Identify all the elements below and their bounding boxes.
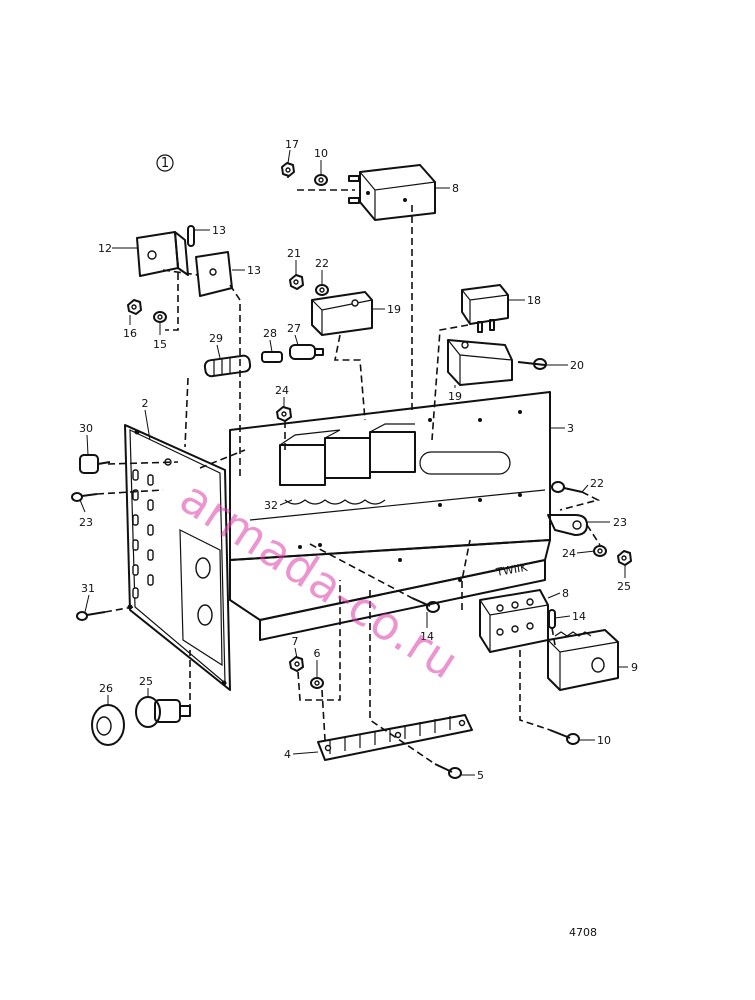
callout-10: 10 [597, 734, 611, 747]
callout-35: 31 [81, 582, 95, 595]
callout-21: 21 [287, 247, 301, 260]
screw-27 [71, 492, 98, 502]
clip-14 [187, 225, 195, 247]
washer-6 [310, 677, 324, 689]
assembly-lines [96, 176, 601, 765]
board-marking: TWIIK [494, 561, 529, 580]
callout-5: 5 [477, 769, 484, 782]
mounted-relays [279, 423, 416, 505]
callout-27: 23 [79, 516, 93, 529]
callout-33: 29 [209, 332, 223, 345]
callout-26: 25 [617, 580, 631, 593]
callout-14: 13 [212, 224, 226, 237]
callout-8: 8 [452, 182, 459, 195]
cable-clamp-23 [547, 514, 588, 536]
callout-19b: 19 [448, 390, 462, 403]
relay-8 [348, 164, 436, 221]
callout-20: 20 [570, 359, 584, 372]
callout-16: 15 [153, 338, 167, 351]
callout-23: 23 [613, 516, 627, 529]
washer-16 [153, 311, 167, 323]
drawing-number: 4708 [569, 926, 597, 939]
screw-24 [551, 481, 583, 493]
fuse-holder-13 [136, 231, 189, 277]
callout-12: 17 [285, 138, 299, 151]
chassis-box [229, 391, 551, 641]
callouts: 17 10 8 12 13 13 21 22 19 18 20 19 16 15… [79, 138, 638, 782]
callout-34: 30 [79, 422, 93, 435]
callout-11: 10 [314, 147, 328, 160]
washer-11 [314, 174, 328, 186]
callout-9: 9 [631, 661, 638, 674]
knob-30 [91, 704, 125, 746]
screw-35 [76, 611, 106, 621]
bracket-19b [447, 339, 513, 386]
callout-7: 7 [292, 635, 299, 648]
screw-5 [434, 763, 462, 779]
fuse-32 [261, 351, 283, 363]
callout-32: 28 [263, 327, 277, 340]
callout-28: 24 [275, 384, 289, 397]
nut-28 [276, 406, 292, 422]
screw-34 [79, 454, 111, 474]
nut-12 [281, 162, 295, 177]
callout-13b: 13 [247, 264, 261, 277]
switch-29 [135, 696, 191, 728]
front-panel [124, 424, 231, 691]
screw-20 [517, 358, 547, 370]
figure-id: 1 [161, 156, 169, 171]
figure-id-circle [156, 154, 174, 172]
cover-9 [547, 629, 619, 691]
callout-15: 14 [420, 630, 434, 643]
callout-2: 2 [142, 397, 149, 410]
terminal-strip-4 [317, 714, 473, 761]
clip-14b [548, 609, 556, 629]
nut-26 [617, 550, 632, 566]
callout-31: 27 [287, 322, 301, 335]
callout-18: 18 [527, 294, 541, 307]
callout-36: 32 [264, 499, 278, 512]
fuse-holder-13b [195, 251, 233, 297]
nut-17 [127, 299, 142, 315]
nut-7 [289, 656, 304, 672]
leader-lines [79, 149, 628, 776]
callout-6: 6 [314, 647, 321, 660]
callout-17: 16 [123, 327, 137, 340]
screw-10 [549, 729, 580, 745]
callout-22: 22 [315, 257, 329, 270]
washer-22 [315, 284, 329, 296]
callout-24: 22 [590, 477, 604, 490]
bracket-19 [311, 291, 373, 336]
callout-25: 24 [562, 547, 576, 560]
callout-30: 26 [99, 682, 113, 695]
fuse-holder-33 [203, 354, 252, 378]
relay-18 [461, 284, 509, 333]
callout-4: 4 [284, 748, 291, 761]
terminal-block-8 [479, 589, 549, 653]
callout-13: 12 [98, 242, 112, 255]
screw-15 [411, 597, 440, 613]
callout-3: 3 [567, 422, 574, 435]
callout-8b: 8 [562, 587, 569, 600]
callout-14b: 14 [572, 610, 586, 623]
nut-21 [289, 274, 304, 290]
fuse-cap-31 [289, 344, 324, 360]
washer-25 [593, 545, 607, 557]
callout-29: 25 [139, 675, 153, 688]
callout-19: 19 [387, 303, 401, 316]
